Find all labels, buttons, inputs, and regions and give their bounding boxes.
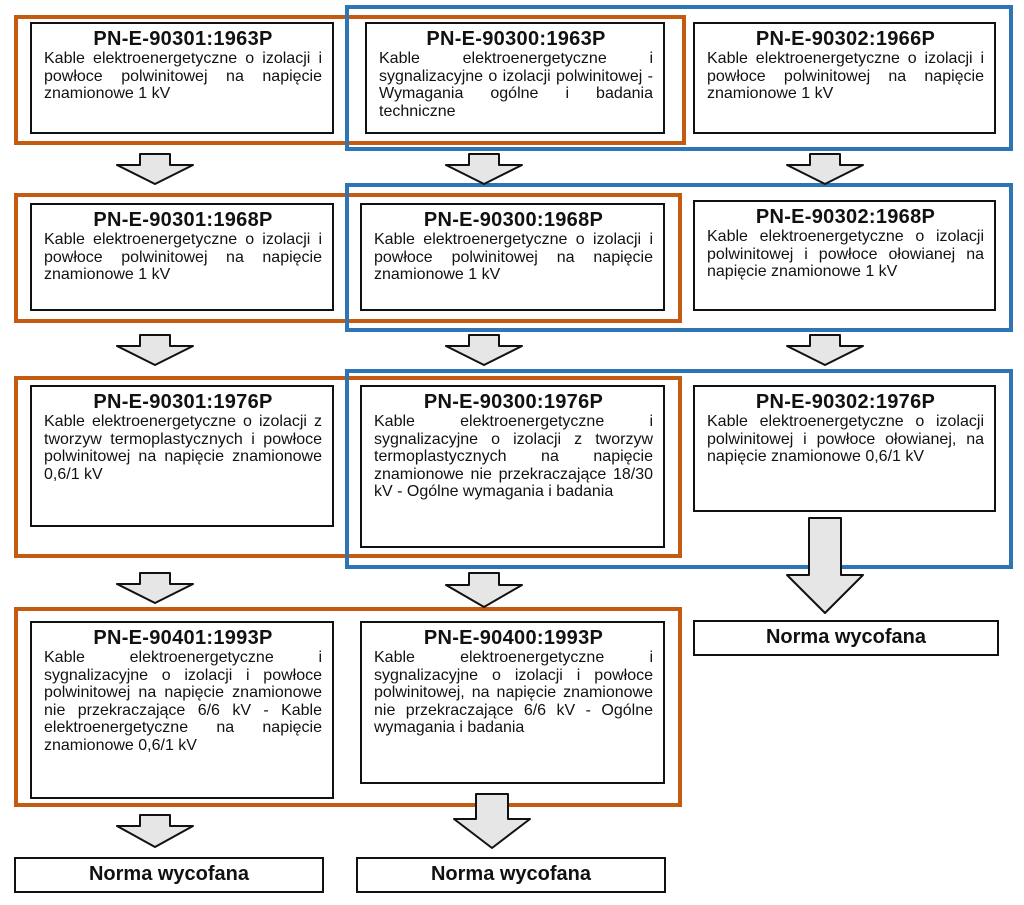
withdrawn-box: Norma wycofana	[14, 857, 324, 893]
standard-code: PN-E-90301:1968P	[93, 209, 273, 231]
standard-description: Kable elektroenergetyczne o izolacji i p…	[374, 231, 653, 283]
group-frame-orange-row4	[14, 607, 682, 807]
standard-code: PN-E-90300:1963P	[426, 28, 606, 50]
standard-box: PN-E-90400:1993P Kable elektroenergetycz…	[360, 621, 665, 784]
group-frame-orange-row1	[14, 15, 686, 145]
standard-description: Kable elektroenergetyczne o izolacji pol…	[707, 228, 984, 280]
standard-description: Kable elektroenergetyczne o izolacji pol…	[707, 413, 984, 465]
standard-description: Kable elektroenergetyczne o izolacji i p…	[44, 50, 322, 102]
standard-code: PN-E-90302:1976P	[755, 391, 936, 413]
down-arrow-icon	[453, 793, 531, 849]
down-arrow-icon	[116, 814, 194, 848]
down-arrow-icon	[445, 572, 523, 608]
withdrawn-box: Norma wycofana	[693, 620, 999, 656]
down-arrow-icon	[445, 334, 523, 366]
standard-box: PN-E-90300:1968P Kable elektroenergetycz…	[360, 203, 665, 311]
down-arrow-icon	[116, 572, 194, 604]
group-frame-blue-row1	[345, 5, 1013, 151]
standard-box: PN-E-90301:1976P Kable elektroenergetycz…	[30, 385, 334, 527]
down-arrow-icon	[445, 153, 523, 185]
standard-description: Kable elektroenergetyczne i sygnalizacyj…	[44, 649, 322, 754]
standard-code: PN-E-90302:1966P	[755, 28, 936, 50]
down-arrow-icon	[116, 153, 194, 185]
standard-box: PN-E-90300:1963P Kable elektroenergetycz…	[365, 22, 665, 134]
standard-description: Kable elektroenergetyczne o izolacji z t…	[44, 413, 322, 483]
standard-description: Kable elektroenergetyczne i sygnalizacyj…	[374, 649, 653, 736]
standard-box: PN-E-90302:1968P Kable elektroenergetycz…	[693, 200, 996, 311]
standard-box: PN-E-90301:1963P Kable elektroenergetycz…	[30, 22, 334, 134]
down-arrow-icon	[786, 517, 864, 614]
down-arrow-icon	[786, 334, 864, 366]
standard-box: PN-E-90302:1976P Kable elektroenergetycz…	[693, 385, 996, 512]
standard-box: PN-E-90301:1968P Kable elektroenergetycz…	[30, 203, 334, 311]
standard-box: PN-E-90300:1976P Kable elektroenergetycz…	[360, 385, 665, 548]
standard-code: PN-E-90302:1968P	[755, 206, 936, 228]
down-arrow-icon	[786, 153, 864, 185]
standard-description: Kable elektroenergetyczne o izolacji i p…	[707, 50, 984, 102]
standard-description: Kable elektroenergetyczne i sygnalizacyj…	[374, 413, 653, 500]
standard-code: PN-E-90300:1976P	[423, 391, 604, 413]
standard-code: PN-E-90300:1968P	[423, 209, 604, 231]
withdrawn-box: Norma wycofana	[356, 857, 666, 893]
standard-description: Kable elektroenergetyczne o izolacji i p…	[44, 231, 322, 283]
standard-code: PN-E-90301:1963P	[93, 28, 273, 50]
group-frame-blue-row2	[345, 183, 1013, 332]
standard-code: PN-E-90400:1993P	[423, 627, 604, 649]
standard-box: PN-E-90302:1966P Kable elektroenergetycz…	[693, 22, 996, 134]
standard-description: Kable elektroenergetyczne i sygnalizacyj…	[379, 50, 653, 120]
down-arrow-icon	[116, 334, 194, 366]
standard-code: PN-E-90401:1993P	[93, 627, 273, 649]
standard-code: PN-E-90301:1976P	[93, 391, 273, 413]
standard-box: PN-E-90401:1993P Kable elektroenergetycz…	[30, 621, 334, 799]
group-frame-blue-row3	[345, 369, 1013, 569]
